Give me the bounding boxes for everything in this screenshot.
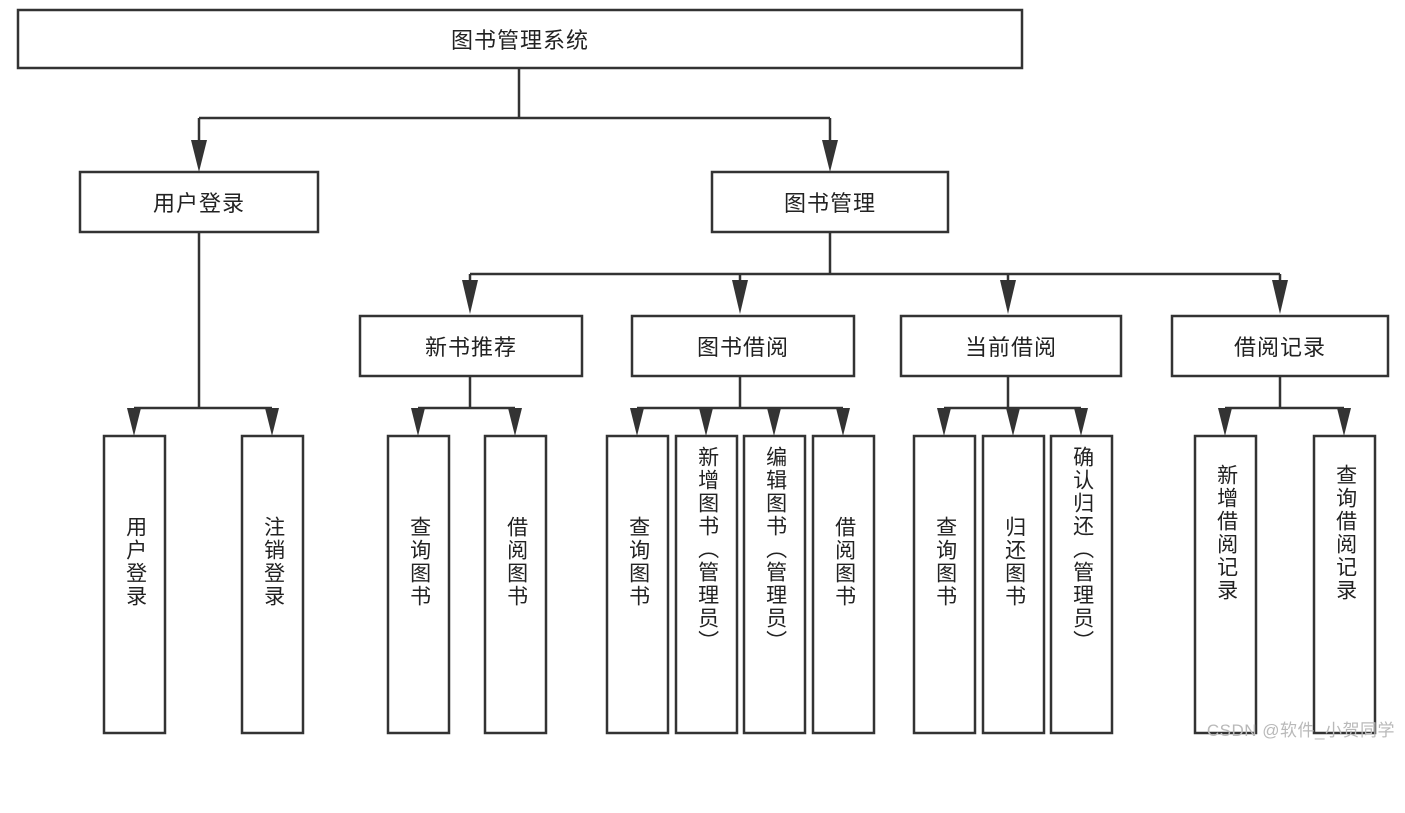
node-box-current-borrow[interactable] xyxy=(899,314,1123,378)
connector-group-bookmgmt xyxy=(462,232,1288,314)
node-box-leaf-add-record[interactable] xyxy=(1193,434,1258,735)
arrow-head-leaf-query-book-3 xyxy=(937,408,951,436)
arrow-head-current-borrow xyxy=(1000,280,1016,314)
node-box-leaf-query-book-3[interactable] xyxy=(912,434,977,735)
arrow-head-leaf-borrow-book-1 xyxy=(508,408,522,436)
connector-group-userlogin xyxy=(127,232,279,436)
node-box-leaf-logout-login[interactable] xyxy=(240,434,305,735)
node-box-book-borrow[interactable] xyxy=(630,314,856,378)
flowchart-diagram: 图书管理系统 用户登录 图书管理 新书推荐 图书借阅 当前借阅 借阅记录 用户登… xyxy=(16,8,1394,740)
arrow-head-leaf-query-book-1 xyxy=(411,408,425,436)
arrow-head-bookmgmt xyxy=(822,140,838,172)
arrow-head-leaf-borrow-book-2 xyxy=(836,408,850,436)
arrow-head-userlogin xyxy=(191,140,207,172)
arrow-head-borrow-record xyxy=(1272,280,1288,314)
node-box-leaf-edit-book[interactable] xyxy=(742,434,807,735)
node-box-leaf-user-login[interactable] xyxy=(102,434,167,735)
node-box-leaf-query-record[interactable] xyxy=(1312,434,1377,735)
node-box-book-management[interactable] xyxy=(710,170,950,234)
arrow-head-leaf-confirm-return xyxy=(1074,408,1088,436)
node-box-borrow-record[interactable] xyxy=(1170,314,1390,378)
connector-group-root xyxy=(191,68,838,172)
arrow-head-leaf-logout-login xyxy=(265,408,279,436)
arrow-head-new-book-recommend xyxy=(462,280,478,314)
arrow-head-leaf-query-record xyxy=(1337,408,1351,436)
arrow-head-leaf-edit-book xyxy=(767,408,781,436)
node-box-leaf-return-book[interactable] xyxy=(981,434,1046,735)
arrow-head-leaf-user-login xyxy=(127,408,141,436)
node-box-root[interactable] xyxy=(16,8,1024,70)
arrow-head-leaf-return-book xyxy=(1006,408,1020,436)
node-box-new-book-recommend[interactable] xyxy=(358,314,584,378)
node-box-leaf-query-book-1[interactable] xyxy=(386,434,451,735)
node-box-leaf-add-book[interactable] xyxy=(674,434,739,735)
node-box-user-login[interactable] xyxy=(78,170,320,234)
arrow-head-leaf-add-book xyxy=(699,408,713,436)
connector-group-new-book-recommend xyxy=(411,376,522,436)
arrow-head-leaf-add-record xyxy=(1218,408,1232,436)
connector-group-current-borrow xyxy=(937,376,1088,436)
connector-group-book-borrow xyxy=(630,376,850,436)
node-box-leaf-confirm-return[interactable] xyxy=(1049,434,1114,735)
node-box-leaf-borrow-book-2[interactable] xyxy=(811,434,876,735)
connector-group-borrow-record xyxy=(1218,376,1351,436)
arrow-head-leaf-query-book-2 xyxy=(630,408,644,436)
flowchart-svg xyxy=(16,8,1390,735)
arrow-head-book-borrow xyxy=(732,280,748,314)
node-box-leaf-query-book-2[interactable] xyxy=(605,434,670,735)
node-box-leaf-borrow-book-1[interactable] xyxy=(483,434,548,735)
